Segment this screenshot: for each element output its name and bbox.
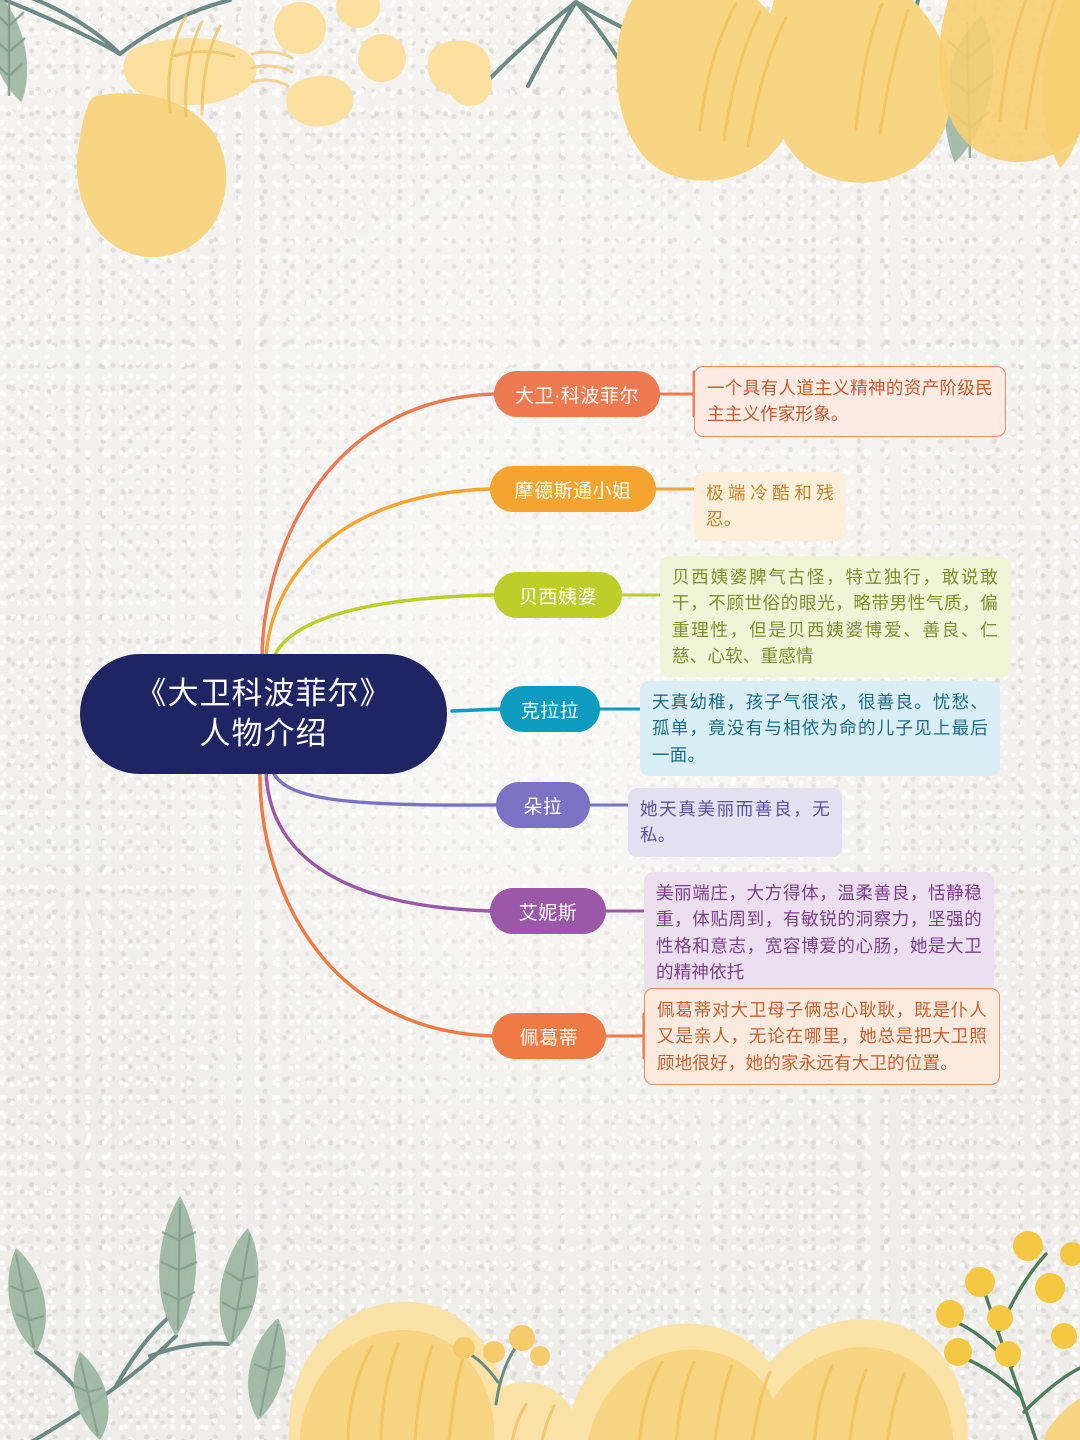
branch-node-dora[interactable]: 朵拉 — [496, 782, 590, 828]
branch-desc-text: 天真幼稚，孩子气很浓，很善良。忧愁、孤单，竟没有与相依为命的儿子见上最后一面。 — [652, 692, 988, 765]
branch-desc-text: 美丽端庄，大方得体，温柔善良，恬静稳重，体贴周到，有敏锐的洞察力，坚强的性格和意… — [656, 883, 982, 982]
branch-desc-peggotty: 佩葛蒂对大卫母子俩忠心耿耿，既是仆人又是亲人，无论在哪里，她总是把大卫照顾地很好… — [644, 988, 1000, 1085]
branch-node-clara[interactable]: 克拉拉 — [500, 686, 600, 732]
branch-node-label: 贝西姨婆 — [518, 586, 597, 608]
branch-node-label: 佩葛蒂 — [519, 1027, 579, 1049]
connector-curve-3 — [270, 593, 496, 664]
branch-desc-betsey: 贝西姨婆脾气古怪，特立独行，敢说敢干，不顾世俗的眼光，略带男性气质，偏重理性，但… — [660, 556, 1010, 677]
branch-desc-clara: 天真幼稚，孩子气很浓，很善良。忧愁、孤单，竟没有与相依为命的儿子见上最后一面。 — [640, 681, 1000, 776]
connector-curve-6 — [264, 768, 492, 913]
connector-curve-7 — [258, 768, 494, 1038]
branch-desc-text: 一个具有人道主义精神的资产阶级民主主义作家形象。 — [707, 378, 993, 425]
branch-desc-text: 贝西姨婆脾气古怪，特立独行，敢说敢干，不顾世俗的眼光，略带男性气质，偏重理性，但… — [672, 567, 998, 666]
branch-desc-text: 佩葛蒂对大卫母子俩忠心耿耿，既是仆人又是亲人，无论在哪里，她总是把大卫照顾地很好… — [657, 1000, 987, 1073]
central-node-title-line2: 人物介绍 — [199, 716, 328, 751]
connector-curve-2 — [264, 487, 492, 662]
connector-curve-1 — [260, 392, 496, 662]
branch-node-david[interactable]: 大卫·科波菲尔 — [494, 371, 660, 417]
branch-node-label: 大卫·科波菲尔 — [515, 385, 639, 407]
branch-desc-murdstone: 极端冷酷和残忍。 — [694, 472, 846, 541]
branch-node-murdstone[interactable]: 摩德斯通小姐 — [490, 466, 656, 512]
branch-node-agnes[interactable]: 艾妮斯 — [490, 888, 606, 934]
branch-node-label: 摩德斯通小姐 — [514, 480, 632, 502]
connector-curve-5 — [270, 768, 498, 807]
central-node[interactable]: 《大卫科波菲尔》 人物介绍 — [80, 654, 447, 774]
branch-desc-agnes: 美丽端庄，大方得体，温柔善良，恬静稳重，体贴周到，有敏锐的洞察力，坚强的性格和意… — [644, 872, 994, 993]
connector-curve-4 — [450, 707, 502, 713]
branch-node-betsey[interactable]: 贝西姨婆 — [494, 572, 622, 618]
bottom-floral-cluster — [8, 1196, 1080, 1440]
central-node-title-line1: 《大卫科波菲尔》 — [135, 675, 392, 711]
branch-node-label: 朵拉 — [523, 796, 563, 818]
branch-desc-text: 她天真美丽而善良，无私。 — [640, 799, 830, 846]
branch-node-label: 艾妮斯 — [518, 902, 578, 924]
top-floral-cluster — [0, 0, 1080, 258]
branch-node-peggotty[interactable]: 佩葛蒂 — [492, 1013, 606, 1059]
branch-node-label: 克拉拉 — [520, 700, 580, 722]
branch-desc-text: 极端冷酷和残忍。 — [706, 483, 834, 530]
branch-desc-dora: 她天真美丽而善良，无私。 — [628, 788, 842, 857]
branch-desc-david: 一个具有人道主义精神的资产阶级民主主义作家形象。 — [694, 366, 1006, 437]
